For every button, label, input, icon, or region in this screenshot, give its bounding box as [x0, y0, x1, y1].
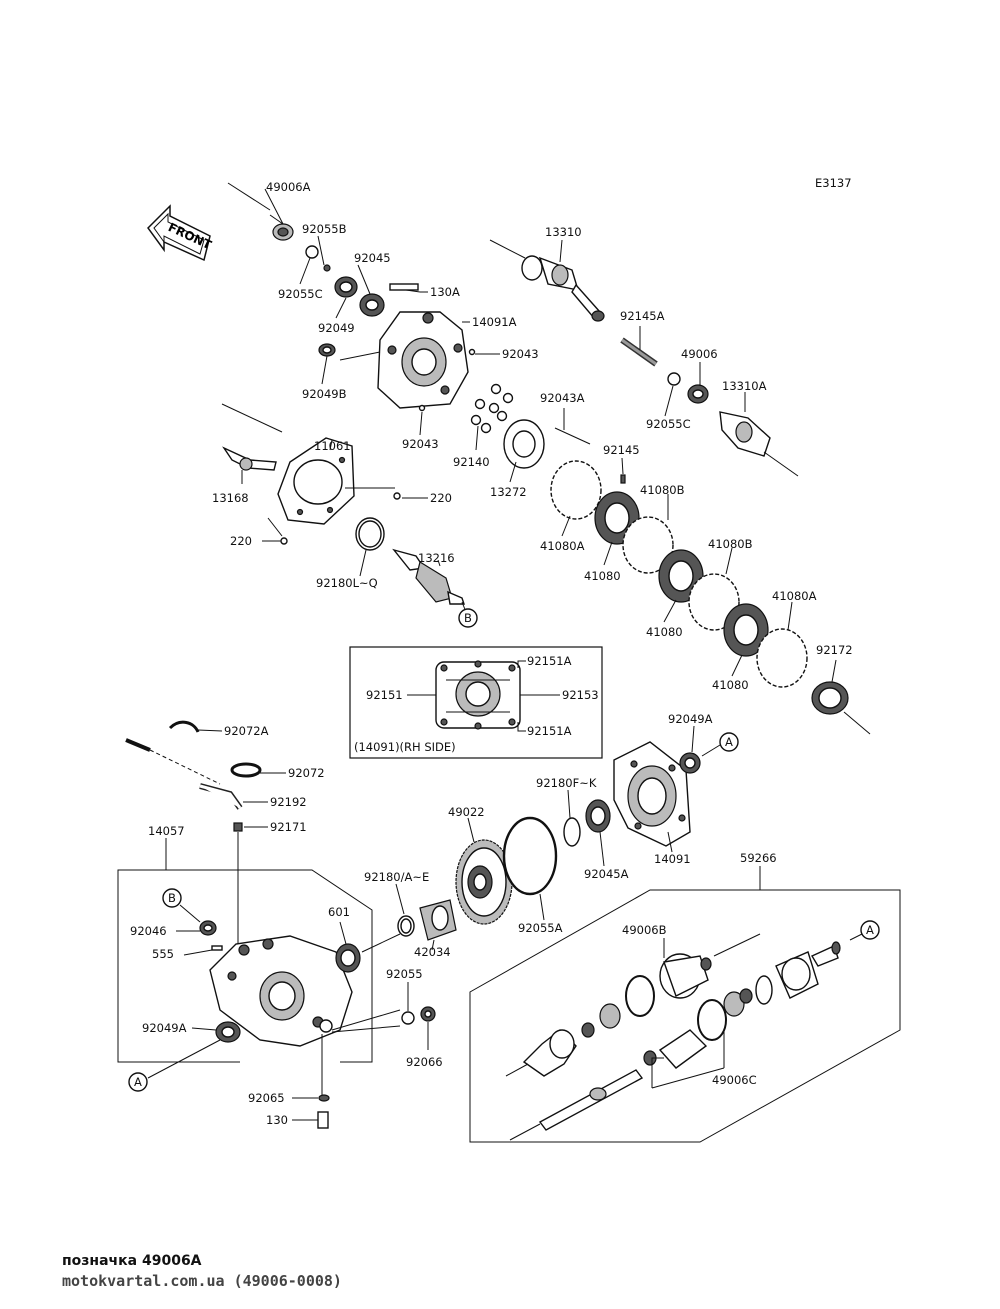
part-number-label: 220	[230, 534, 252, 548]
part-number-label: 92145	[603, 443, 640, 457]
part-number-label: 92172	[816, 643, 853, 657]
part-number-label: 92055B	[302, 222, 347, 236]
part-number-label: 13272	[490, 485, 527, 499]
part-number-label: 92192	[270, 795, 307, 809]
part-number-label: 555	[152, 947, 174, 961]
part-number-label: 92055A	[518, 921, 563, 935]
part-number-label: 92072	[288, 766, 325, 780]
part-number-label: 92151	[366, 688, 403, 702]
callout-b-lower	[162, 888, 182, 908]
part-number-label: 92049	[318, 321, 355, 335]
part-number-label: 92049A	[142, 1021, 187, 1035]
clutch-plates: 41080B 41080A 41080 41080B 41080 41080A …	[540, 460, 871, 735]
cover-cluster: 11061 13168 220 220	[212, 403, 452, 548]
part-number-label: 92145A	[620, 309, 665, 323]
part-number-label: 92043	[402, 437, 439, 451]
callout-a-lower-left	[128, 1072, 148, 1092]
part-number-label: 92055C	[646, 417, 691, 431]
part-number-label: 130	[266, 1113, 288, 1127]
part-number-label: 41080	[584, 569, 621, 583]
part-number-label: 92043A	[540, 391, 585, 405]
part-number-label: 92055	[386, 967, 423, 981]
drive-shaft-cluster: A 59266 49006B 49006C	[469, 851, 901, 1143]
part-number-label: 41080B	[640, 483, 685, 497]
part-number-label: 13216	[418, 551, 455, 565]
front-arrow: FRONT	[147, 204, 214, 262]
part-number-label: 92049B	[302, 387, 347, 401]
part-number-label: 14091A	[472, 315, 517, 329]
lower-center-cluster: A 601 92180/A~E 42034 92055 92066 49022 …	[328, 712, 739, 1069]
callout-b-upper	[458, 608, 478, 628]
part-number-label: 42034	[414, 945, 451, 959]
part-number-label: 49006B	[622, 923, 667, 937]
part-number-label: 49006A	[266, 180, 311, 194]
part-number-label: 92151A	[527, 654, 572, 668]
upper-right-shaft: 13310 92145A 49006 13310A 92055C	[489, 225, 799, 477]
part-number-label: A	[866, 923, 874, 937]
part-number-label: 13168	[212, 491, 249, 505]
part-number-label: 601	[328, 905, 350, 919]
caption-source: motokvartal.com.ua (49006-0008)	[62, 1272, 342, 1290]
part-number-label: 92043	[502, 347, 539, 361]
part-number-label: 92180F~K	[536, 776, 597, 790]
part-number-label: 41080B	[708, 537, 753, 551]
part-number-label: 92153	[562, 688, 599, 702]
part-number-label: 92046	[130, 924, 167, 938]
part-number-label: 92151A	[527, 724, 572, 738]
part-number-label: 49022	[448, 805, 485, 819]
part-number-label: 92066	[406, 1055, 443, 1069]
caption-marker: позначка 49006А	[62, 1253, 202, 1269]
lower-left-cluster: B A 92072A 92072 92192 92171 14057	[117, 720, 401, 1129]
part-number-label: 92140	[453, 455, 490, 469]
part-number-label: 92065	[248, 1091, 285, 1105]
part-number-label: 130A	[430, 285, 460, 299]
part-number-label: 14057	[148, 824, 185, 838]
part-number-label: A	[725, 735, 733, 749]
part-number-label: 92171	[270, 820, 307, 834]
part-number-label: 14091	[654, 852, 691, 866]
part-number-label: 92045A	[584, 867, 629, 881]
part-number-label: 92045	[354, 251, 391, 265]
part-number-label: 13310	[545, 225, 582, 239]
part-number-label: 41080	[646, 625, 683, 639]
upper-left-cluster: 49006A 92055B 92055C 92045 130A 92049 14…	[227, 180, 539, 451]
part-number-label: B	[464, 611, 472, 625]
part-number-label: 41080A	[540, 539, 585, 553]
diagram-code: E3137	[815, 176, 852, 190]
part-number-label: 92072A	[224, 724, 269, 738]
part-number-label: 49006C	[712, 1073, 757, 1087]
inset-caption: (14091)(RH SIDE)	[354, 740, 456, 754]
part-number-label: 92180L~Q	[316, 576, 378, 590]
inset-rh-side: 92151A 92151 92153 92151A (14091)(RH SID…	[349, 646, 603, 759]
callout-a-center	[719, 732, 739, 752]
part-number-label: A	[134, 1075, 142, 1089]
part-number-label: 92180/A~E	[364, 870, 429, 884]
part-number-label: 41080A	[772, 589, 817, 603]
part-number-label: 92055C	[278, 287, 323, 301]
part-number-label: 49006	[681, 347, 718, 361]
part-number-label: 11061	[314, 439, 351, 453]
part-number-label: 92049A	[668, 712, 713, 726]
balls-cluster: 92043A 92145 92140 13272	[453, 383, 640, 499]
part-number-label: 220	[430, 491, 452, 505]
part-number-label: B	[168, 891, 176, 905]
callout-a-right	[860, 920, 880, 940]
part-number-label: 13310A	[722, 379, 767, 393]
shaft-13216: B 13216 92180L~Q	[316, 517, 478, 628]
part-number-label: 41080	[712, 678, 749, 692]
part-number-label: 59266	[740, 851, 777, 865]
